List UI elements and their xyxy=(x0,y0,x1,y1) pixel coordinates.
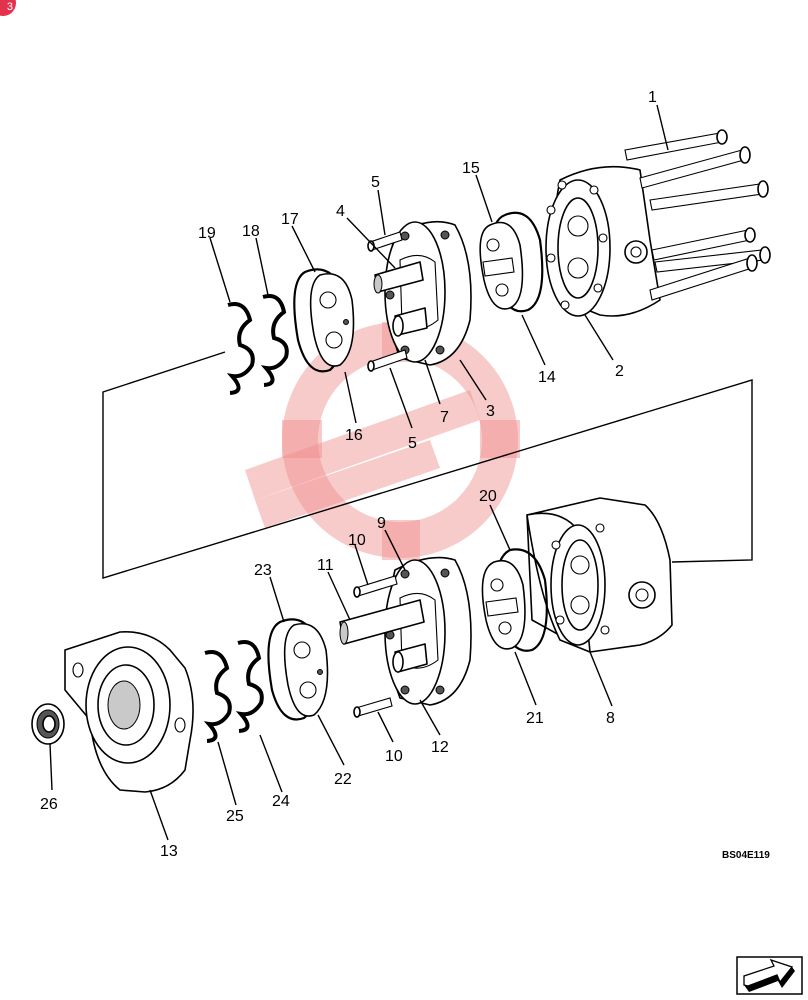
label-8: 8 xyxy=(606,710,615,727)
label-2: 2 xyxy=(615,363,624,380)
dowel-pins-upper xyxy=(367,231,408,372)
wear-plate-lower xyxy=(481,548,548,652)
label-14: 14 xyxy=(538,369,556,386)
tie-bolts xyxy=(624,129,771,301)
gear-housing-upper xyxy=(384,220,472,366)
seal-rings-upper xyxy=(226,294,289,395)
label-23: 23 xyxy=(254,562,272,579)
pressure-plate-lower xyxy=(267,618,329,721)
next-page-button[interactable] xyxy=(736,956,803,995)
label-25: 25 xyxy=(226,808,244,825)
label-10b: 10 xyxy=(385,748,403,765)
drawing-code: BS04E119 xyxy=(722,850,770,861)
seal-rings-lower xyxy=(203,640,264,743)
label-7: 7 xyxy=(440,409,449,426)
assembly-frame xyxy=(102,351,753,579)
label-19: 19 xyxy=(198,225,216,242)
gear-housing-lower xyxy=(384,556,472,706)
label-10a: 10 xyxy=(348,532,366,549)
corner-badge: 3 xyxy=(0,0,16,16)
part-labels: 1 2 3 4 5 5 7 9 10 10 11 12 13 14 15 16 … xyxy=(40,89,657,860)
next-page-arrow-icon xyxy=(743,958,795,992)
drive-shaft-lower xyxy=(339,599,428,673)
pressure-plate-upper xyxy=(293,268,355,373)
label-3: 3 xyxy=(486,403,495,420)
label-20: 20 xyxy=(479,488,497,505)
drive-shaft-upper xyxy=(373,261,428,337)
dowel-pins-lower xyxy=(353,575,398,718)
front-housing xyxy=(526,497,673,653)
label-15: 15 xyxy=(462,160,480,177)
mounting-flange xyxy=(64,631,194,793)
rear-housing xyxy=(545,165,661,317)
label-1: 1 xyxy=(648,89,657,106)
wear-plate-upper xyxy=(479,211,544,313)
label-13: 13 xyxy=(160,843,178,860)
label-18: 18 xyxy=(242,223,260,240)
leader-lines xyxy=(49,104,669,841)
label-21: 21 xyxy=(526,710,544,727)
label-24: 24 xyxy=(272,793,290,810)
label-4: 4 xyxy=(336,203,345,220)
label-16: 16 xyxy=(345,427,363,444)
label-17: 17 xyxy=(281,211,299,228)
label-5b: 5 xyxy=(408,435,417,452)
label-26: 26 xyxy=(40,796,58,813)
label-9: 9 xyxy=(377,515,386,532)
label-12: 12 xyxy=(431,739,449,756)
label-11: 11 xyxy=(317,557,334,574)
label-22: 22 xyxy=(334,771,352,788)
shaft-seal xyxy=(31,703,65,745)
label-5a: 5 xyxy=(371,174,380,191)
